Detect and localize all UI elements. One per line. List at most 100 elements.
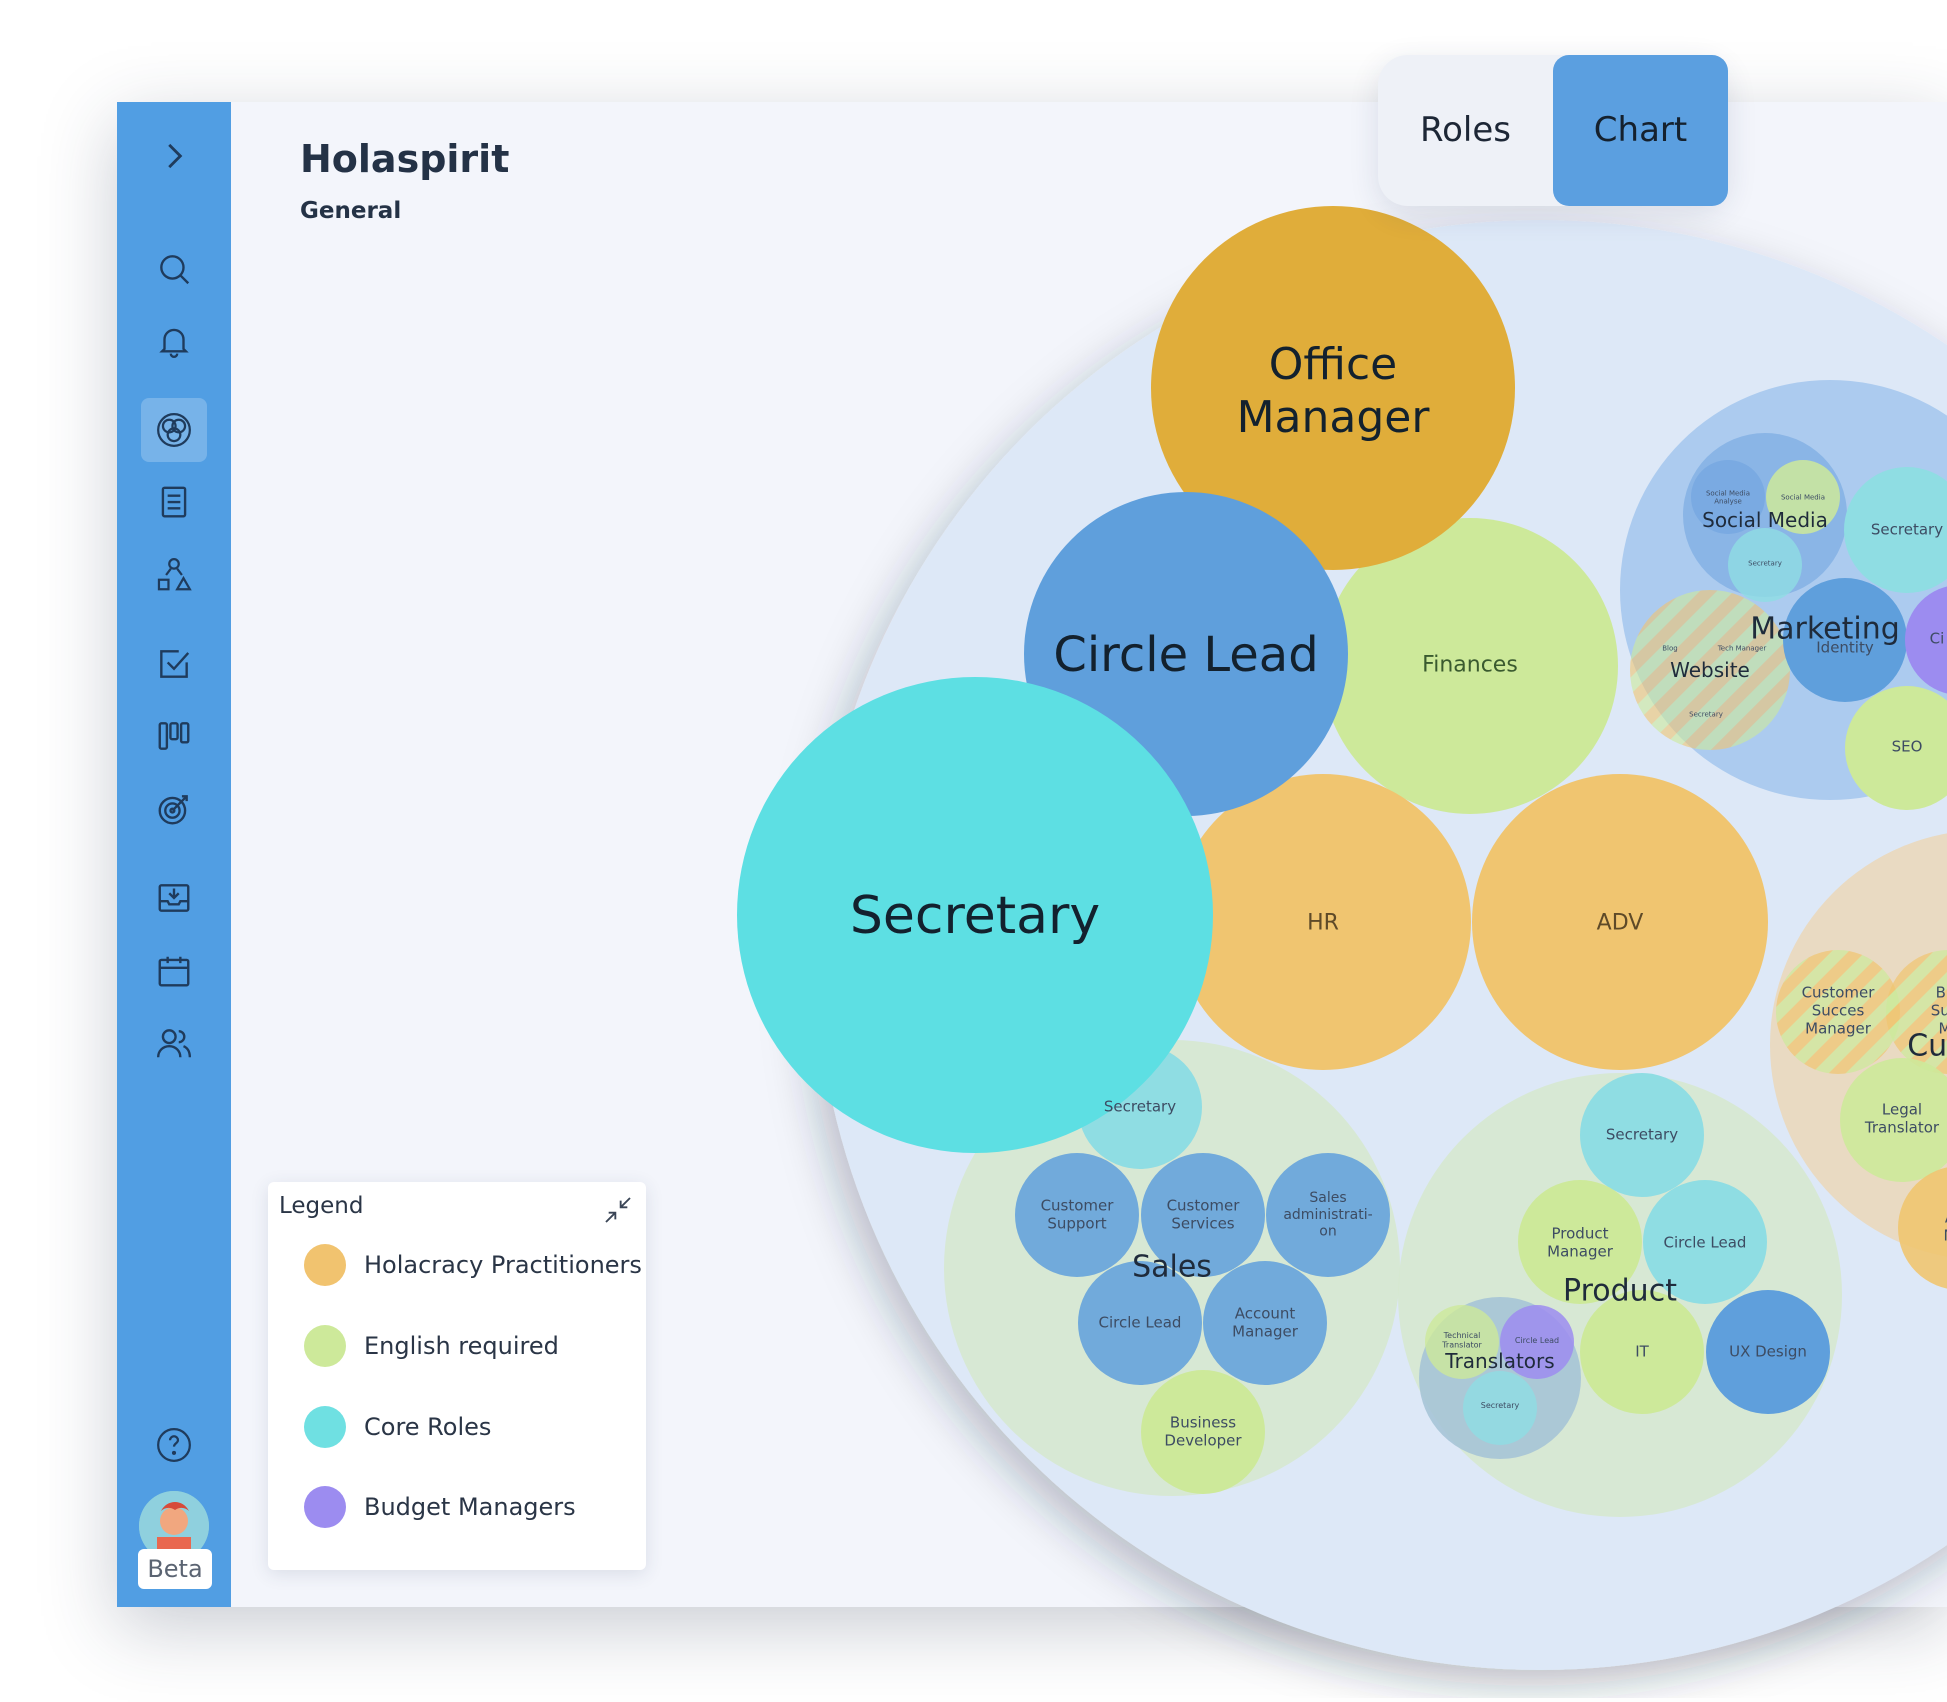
marketing-label: Marketing [1750,612,1900,647]
role-circle[interactable] [1844,467,1947,593]
document-icon[interactable] [154,482,194,522]
role-circle[interactable] [1266,1153,1390,1277]
roles-toggle-button[interactable]: Roles [1420,110,1511,150]
adv-circle[interactable] [1472,774,1768,1070]
role-circle[interactable] [1728,528,1802,602]
role-circle[interactable] [1141,1370,1265,1494]
collapse-icon[interactable] [602,1194,634,1226]
role-label: AM [1944,1208,1947,1244]
hr-circle[interactable] [1175,774,1471,1070]
role-circle[interactable] [1783,578,1907,702]
beta-badge[interactable]: Beta [138,1549,212,1589]
checkbox-icon[interactable] [154,644,194,684]
role-circle[interactable] [1580,1073,1704,1197]
role-circle[interactable] [1463,1371,1537,1445]
role-label: UX Design [1729,1342,1807,1360]
shapes-icon[interactable] [154,555,194,595]
role-circle[interactable] [1425,1305,1499,1379]
role-label: Secretary [1748,559,1782,567]
legend-label: Core Roles [364,1413,492,1441]
kanban-icon[interactable] [154,716,194,756]
legend-panel: Legend Holacracy Practitioners English r… [268,1182,646,1570]
role-label: Social Media [1781,493,1825,501]
page-subtitle: General [300,198,402,224]
role-circle[interactable] [1905,585,1947,695]
legend-title: Legend [279,1193,364,1219]
legend-label: Budget Managers [364,1493,576,1521]
circles-icon[interactable] [154,410,194,450]
role-label: Secretary [1606,1125,1678,1143]
role-circle[interactable] [1203,1261,1327,1385]
legend-swatch [304,1406,346,1448]
finances-circle[interactable] [1322,518,1618,814]
role-circle[interactable] [1845,686,1947,810]
role-label: Secretary [1689,710,1723,718]
calendar-icon[interactable] [154,951,194,991]
legend-swatch [304,1325,346,1367]
sidebar: Beta [117,102,231,1607]
secretary-circle[interactable] [737,677,1213,1153]
role-label: SEO [1892,737,1923,755]
chevron-right-icon[interactable] [154,136,194,176]
role-label: Ci [1930,629,1945,647]
adv-label: ADV [1597,911,1644,936]
legend-item: Budget Managers [304,1485,576,1529]
role-circle[interactable] [1776,950,1900,1074]
role-circle[interactable] [1706,1290,1830,1414]
search-icon[interactable] [154,249,194,289]
legend-swatch [304,1244,346,1286]
target-icon[interactable] [154,789,194,829]
website-label: Website [1670,658,1750,682]
customer-label: Cus [1907,1029,1947,1064]
page-title: Holaspirit [300,137,510,181]
role-circle[interactable] [1141,1153,1265,1277]
legend-swatch [304,1486,346,1528]
role-circle[interactable] [1840,1058,1947,1182]
role-label: Secretary [1871,520,1943,538]
role-circle[interactable] [1500,1305,1574,1379]
legend-label: English required [364,1332,559,1360]
role-label: Circle Lead [1099,1313,1182,1331]
bell-icon[interactable] [154,321,194,361]
sales-label: Sales [1132,1250,1212,1285]
role-circle[interactable] [1643,1180,1767,1304]
website-circle[interactable] [1630,590,1790,750]
social-media-label: Social Media [1702,508,1828,532]
chart-toggle-button[interactable]: Chart [1553,55,1728,206]
legend-item: Holacracy Practitioners [304,1243,642,1287]
role-circle[interactable] [1766,460,1840,534]
inbox-icon[interactable] [154,878,194,918]
legend-item: English required [304,1324,559,1368]
role-label: Identity [1816,638,1874,656]
circle-lead-label: Circle Lead [1053,627,1318,683]
role-circle[interactable] [1886,950,1947,1074]
finances-label: Finances [1422,653,1518,678]
role-circle[interactable] [1518,1180,1642,1304]
help-icon[interactable] [154,1425,194,1465]
role-circle[interactable] [1691,460,1765,534]
role-label: Tech Manager [1717,644,1767,652]
users-icon[interactable] [154,1023,194,1063]
role-label: IT [1635,1342,1649,1360]
role-circle[interactable] [1015,1153,1139,1277]
hr-label: HR [1307,911,1339,936]
role-circle[interactable] [1078,1261,1202,1385]
legend-item: Core Roles [304,1405,491,1449]
legend-label: Holacracy Practitioners [364,1251,642,1279]
view-toggle: Roles Chart [1378,55,1728,206]
role-label: Secretary [1481,1401,1520,1410]
role-circle[interactable] [1898,1166,1947,1290]
office-manager-circle[interactable] [1151,206,1515,570]
role-circle[interactable] [1580,1290,1704,1414]
